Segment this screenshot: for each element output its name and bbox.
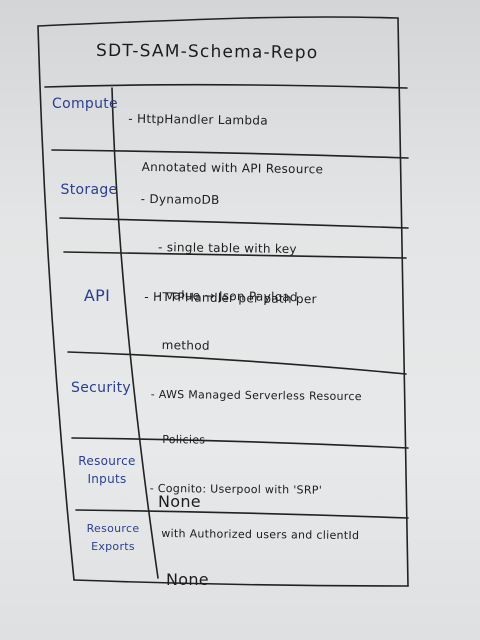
content-line: - single table with key [157,240,297,257]
row-label-resource-exports: Resource Exports [86,522,140,553]
content-line: method [161,338,210,353]
content-line: - DynamoDB [140,191,220,207]
row-label-api: API [83,286,111,305]
board-title: SDT-SAM-Schema-Repo [95,40,319,64]
row-label-security: Security [71,380,131,396]
row-label-storage: Storage [60,182,118,198]
content-line: - HttpHandler Lambda [128,111,269,128]
row-label-resource-inputs: Resource Inputs [78,454,136,486]
row-label-compute: Compute [52,96,118,112]
row-content-resource-exports: None [166,540,209,620]
content-line: - HTTPHandler per path per [144,289,317,307]
content-line: None [166,570,209,589]
content-line: None [158,492,201,511]
content-line: Policies [162,433,206,447]
content-line: - AWS Managed Serverless Resource [150,387,362,404]
row-content-resource-inputs: None [158,462,201,542]
